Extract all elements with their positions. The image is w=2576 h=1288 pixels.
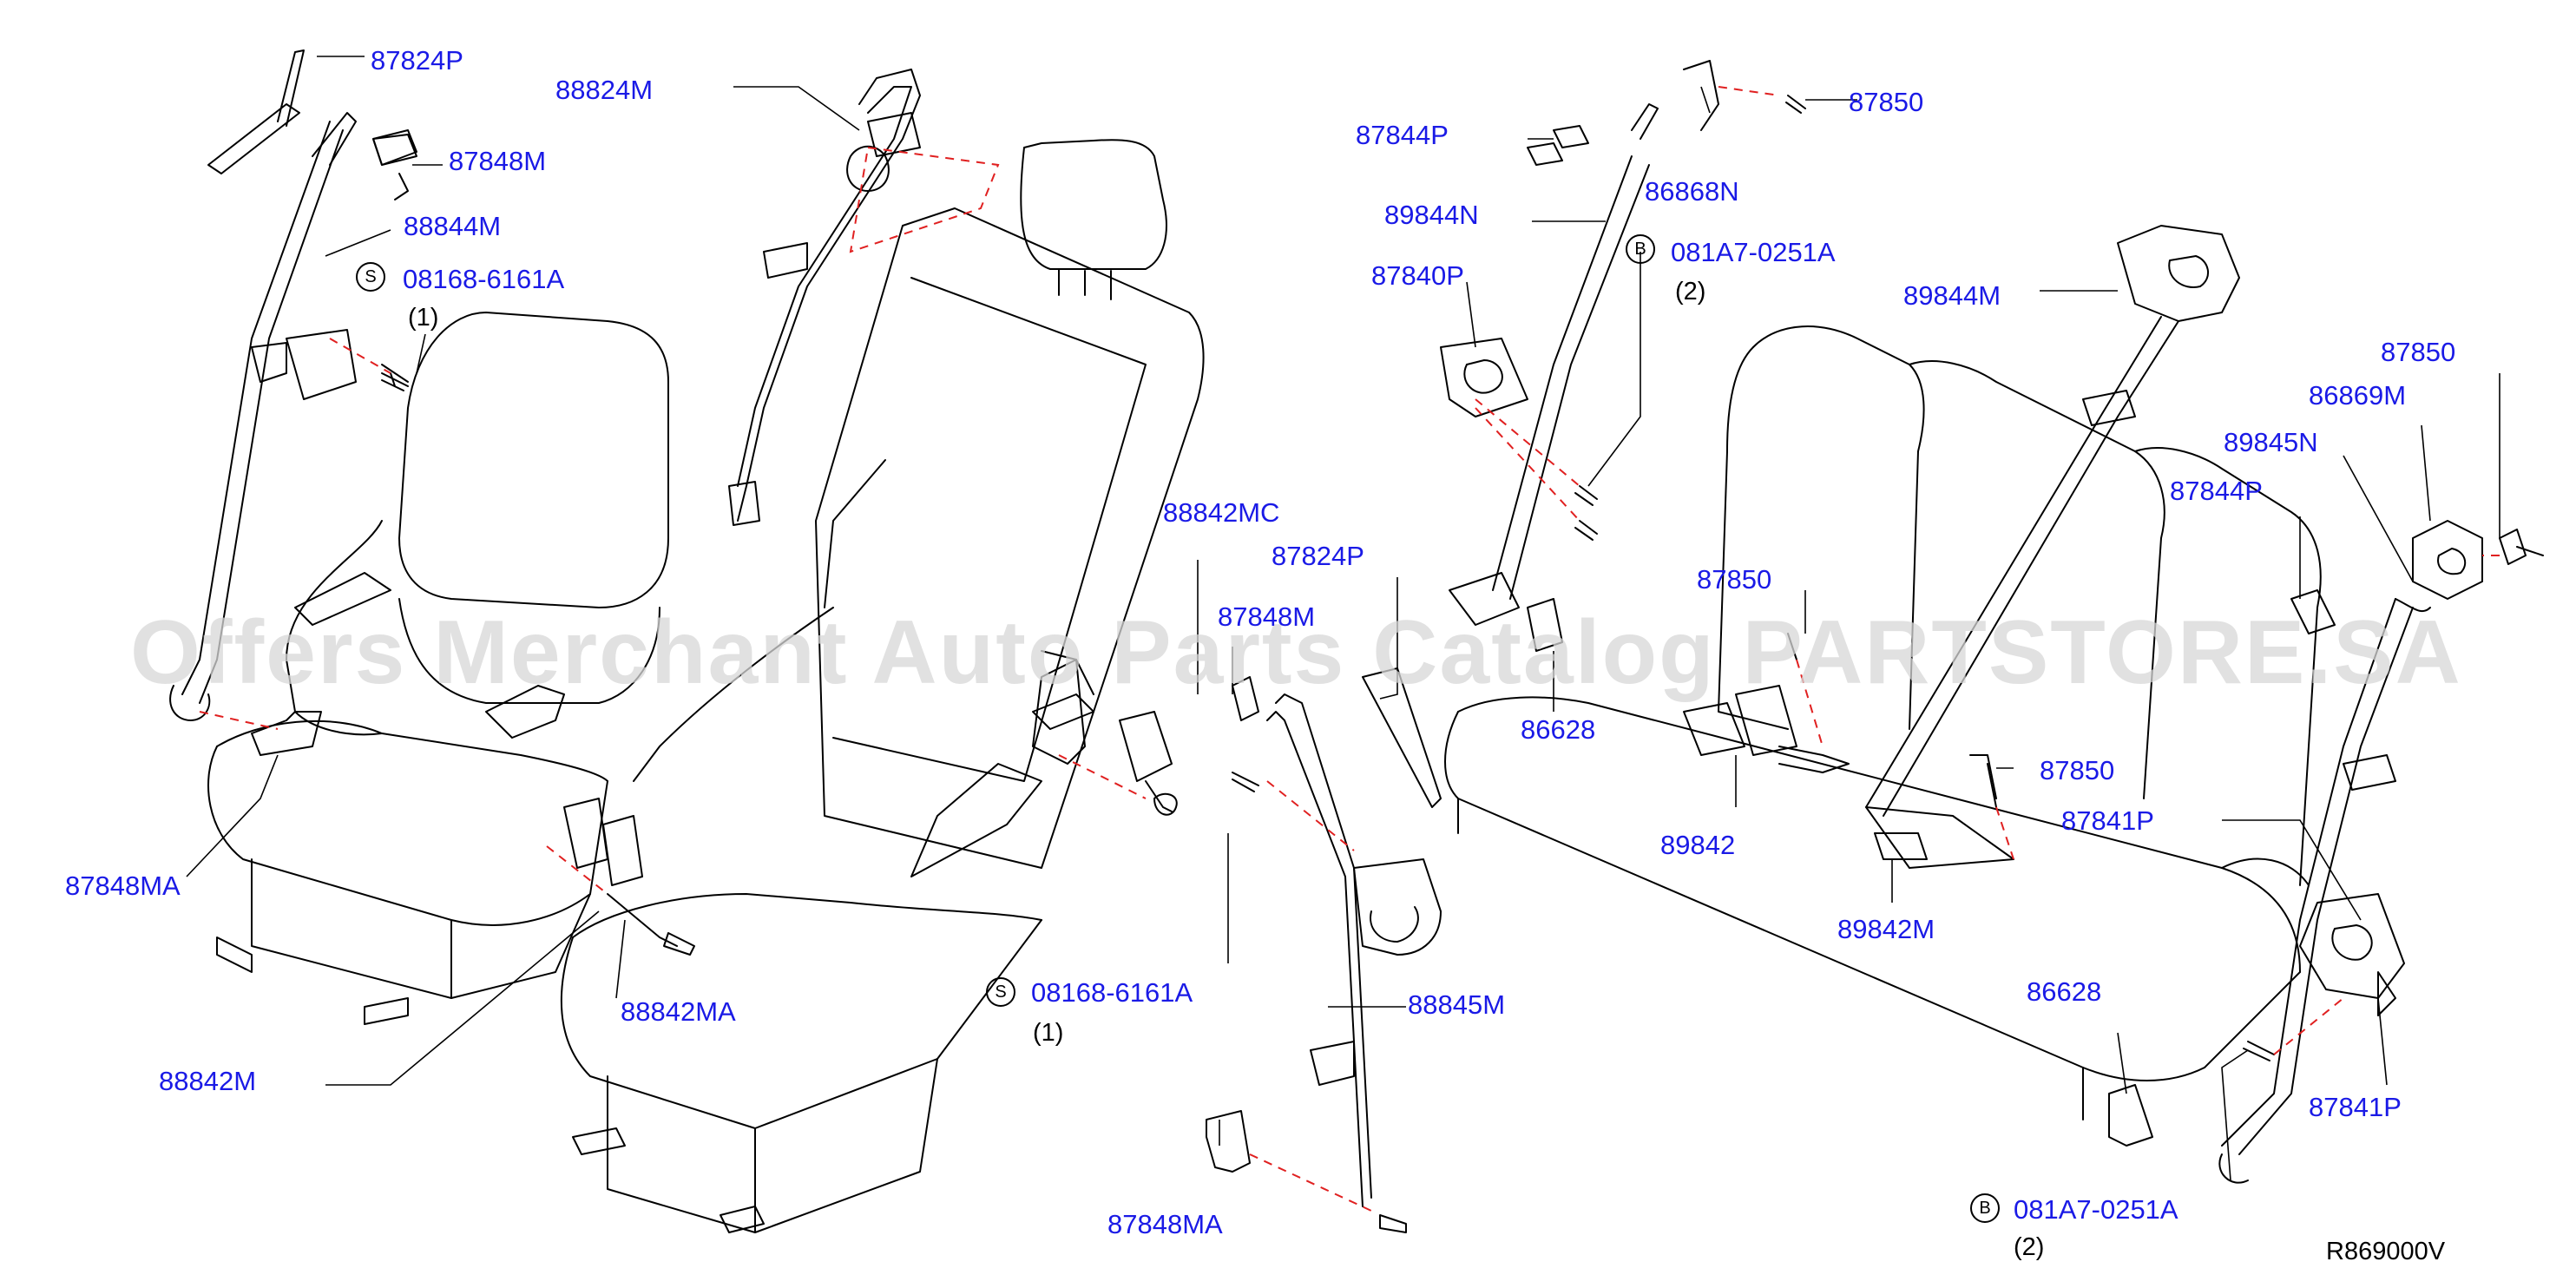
- rear-bench-illustration: [1444, 325, 2322, 1120]
- middle-seat-illustration: [560, 139, 1205, 1233]
- buckle-89842-illustration: [1683, 685, 1850, 773]
- qty-label-d: (2): [2014, 1233, 2045, 1261]
- qty-label-a: (1): [408, 304, 439, 332]
- cover-87848MA-b-illustration: [1206, 1110, 1251, 1173]
- assembly-guides: [199, 86, 2500, 1212]
- part-label-87841P-b[interactable]: 87841P: [2309, 1092, 2402, 1122]
- part-label-87850-b[interactable]: 87850: [1697, 564, 1772, 595]
- s-badge: S: [356, 262, 385, 292]
- s-badge-b: S: [986, 977, 1015, 1007]
- part-label-87850-c[interactable]: 87850: [2040, 755, 2115, 785]
- part-label-08168-6161A-a[interactable]: 08168-6161A: [403, 264, 565, 294]
- part-label-88824M[interactable]: 88824M: [555, 75, 654, 105]
- part-label-87844P-b[interactable]: 87844P: [2170, 476, 2263, 506]
- belt-88844M-illustration: [169, 49, 417, 721]
- cover-86628-a-illustration: [1527, 598, 1563, 652]
- left-seat-illustration: [207, 312, 669, 1025]
- cover-86628-b-illustration: [2108, 1084, 2153, 1147]
- part-label-88842M[interactable]: 88842M: [159, 1066, 257, 1096]
- part-label-87848M-b[interactable]: 87848M: [1218, 601, 1316, 632]
- buckle-88842MA-illustration: [563, 798, 695, 956]
- watermark: Offers Merchant Auto Parts Catalog PARTS…: [130, 602, 2462, 703]
- part-label-081A7-0251A-b[interactable]: 081A7-0251A: [2014, 1194, 2178, 1225]
- part-label-89844N[interactable]: 89844N: [1384, 200, 1479, 230]
- part-label-88844M[interactable]: 88844M: [404, 211, 502, 241]
- part-label-87840P[interactable]: 87840P: [1371, 260, 1464, 291]
- part-label-87824P-b[interactable]: 87824P: [1272, 541, 1364, 571]
- part-label-86628-b[interactable]: 86628: [2027, 976, 2102, 1007]
- part-label-87850-a[interactable]: 87850: [1849, 87, 1924, 117]
- belt-88845M-illustration: [1232, 667, 1442, 1233]
- part-label-87844P-a[interactable]: 87844P: [1356, 120, 1449, 150]
- part-label-88842MC[interactable]: 88842MC: [1163, 497, 1280, 528]
- leader-lines: [186, 56, 2500, 1181]
- qty-label-b: (1): [1033, 1019, 1064, 1047]
- part-label-87824P-a[interactable]: 87824P: [371, 45, 463, 76]
- cover-87844P-b-illustration: [2290, 589, 2336, 634]
- part-label-081A7-0251A-a[interactable]: 081A7-0251A: [1671, 237, 1836, 267]
- part-label-88845M[interactable]: 88845M: [1408, 989, 1506, 1020]
- cover-87848MA-illustration: [251, 711, 322, 756]
- part-label-87848MA-a[interactable]: 87848MA: [65, 871, 181, 901]
- cover-87848M-a-illustration: [372, 134, 417, 166]
- belt-88824M-illustration: [728, 69, 921, 526]
- part-label-86868N[interactable]: 86868N: [1645, 176, 1739, 207]
- b-badge-b: B: [1970, 1193, 2000, 1223]
- bolt-shapes: [381, 95, 2544, 1061]
- belt-89844N-illustration: [1440, 60, 1719, 626]
- part-label-89842[interactable]: 89842: [1660, 830, 1736, 860]
- part-label-87848MA-b[interactable]: 87848MA: [1107, 1209, 1223, 1239]
- part-label-87841P-a[interactable]: 87841P: [2061, 805, 2154, 836]
- b-badge: B: [1626, 234, 1655, 264]
- part-label-08168-6161A-b[interactable]: 08168-6161A: [1031, 977, 1193, 1008]
- belt-87841P-illustration: [2218, 520, 2527, 1184]
- diagram-code: R869000V: [2326, 1238, 2446, 1265]
- qty-label-c: (2): [1675, 278, 1706, 306]
- part-label-87850-d[interactable]: 87850: [2381, 337, 2456, 367]
- part-label-86869M[interactable]: 86869M: [2309, 380, 2407, 411]
- part-label-86628-a[interactable]: 86628: [1521, 714, 1596, 745]
- part-label-88842MA[interactable]: 88842MA: [621, 996, 736, 1027]
- part-label-89845N[interactable]: 89845N: [2224, 427, 2318, 457]
- part-label-89844M[interactable]: 89844M: [1903, 280, 2001, 311]
- part-label-89842M[interactable]: 89842M: [1837, 914, 1935, 944]
- cover-87844P-a-illustration: [1553, 125, 1589, 148]
- part-label-87848M-a[interactable]: 87848M: [449, 146, 547, 176]
- buckle-88842MC-illustration: [1032, 659, 1178, 816]
